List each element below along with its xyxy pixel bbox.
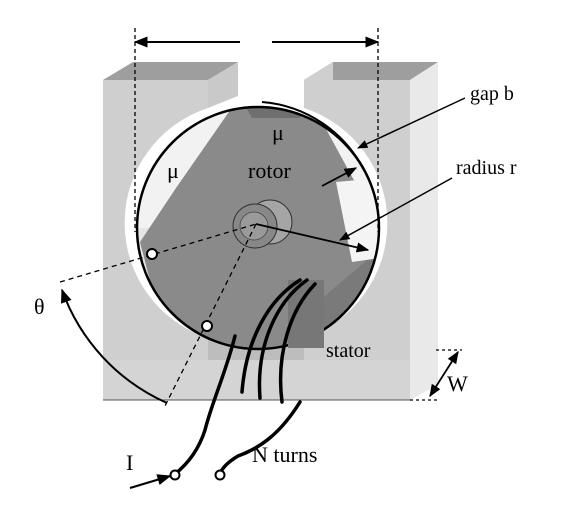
stator-label: stator [326, 340, 371, 362]
rotor-mu-label: μ [272, 120, 284, 145]
terminal-return [214, 469, 226, 481]
rotor-right-notch [336, 178, 379, 262]
coil-lead-out [218, 400, 302, 476]
theta-arc [60, 288, 168, 404]
stator-right-top-face [304, 62, 438, 80]
stator-right-front-face [304, 80, 410, 360]
stator-mu-label: μ [167, 158, 179, 183]
stator-left-front-face [103, 80, 208, 360]
stator-left-top-face [103, 62, 238, 80]
width-label: W [447, 371, 468, 396]
gap-leader [357, 97, 466, 149]
contact-point-upper [146, 248, 158, 260]
stator-right-side-face [410, 62, 438, 400]
depth-dimension [410, 349, 462, 401]
contact-point-lower [201, 320, 213, 332]
current-arrow [129, 474, 172, 489]
gap-arrow [321, 167, 358, 187]
current-label: I [126, 450, 133, 475]
width-dimension [133, 28, 380, 232]
rotor-label: rotor [248, 158, 291, 183]
theta-label: θ [34, 294, 45, 319]
radius-label: radius r [456, 157, 517, 179]
slot-left-wall [208, 62, 238, 108]
stator-bottom-yoke [103, 360, 410, 400]
bore-outline [135, 105, 381, 351]
rotor-gap-arc [261, 101, 365, 171]
radius-arrow [255, 223, 370, 253]
gap-label: gap b [470, 83, 514, 105]
coil-turn-2 [257, 278, 309, 400]
coil-turn-1 [240, 278, 302, 394]
theta-reference-lines [59, 223, 257, 407]
coil-turn-3 [278, 282, 317, 404]
terminal-current [169, 469, 181, 481]
coil-lead-in [173, 334, 237, 476]
coil [173, 278, 324, 476]
turns-label: N turns [252, 442, 317, 467]
radius-leader [339, 177, 453, 241]
rotor-shaft [232, 199, 293, 249]
